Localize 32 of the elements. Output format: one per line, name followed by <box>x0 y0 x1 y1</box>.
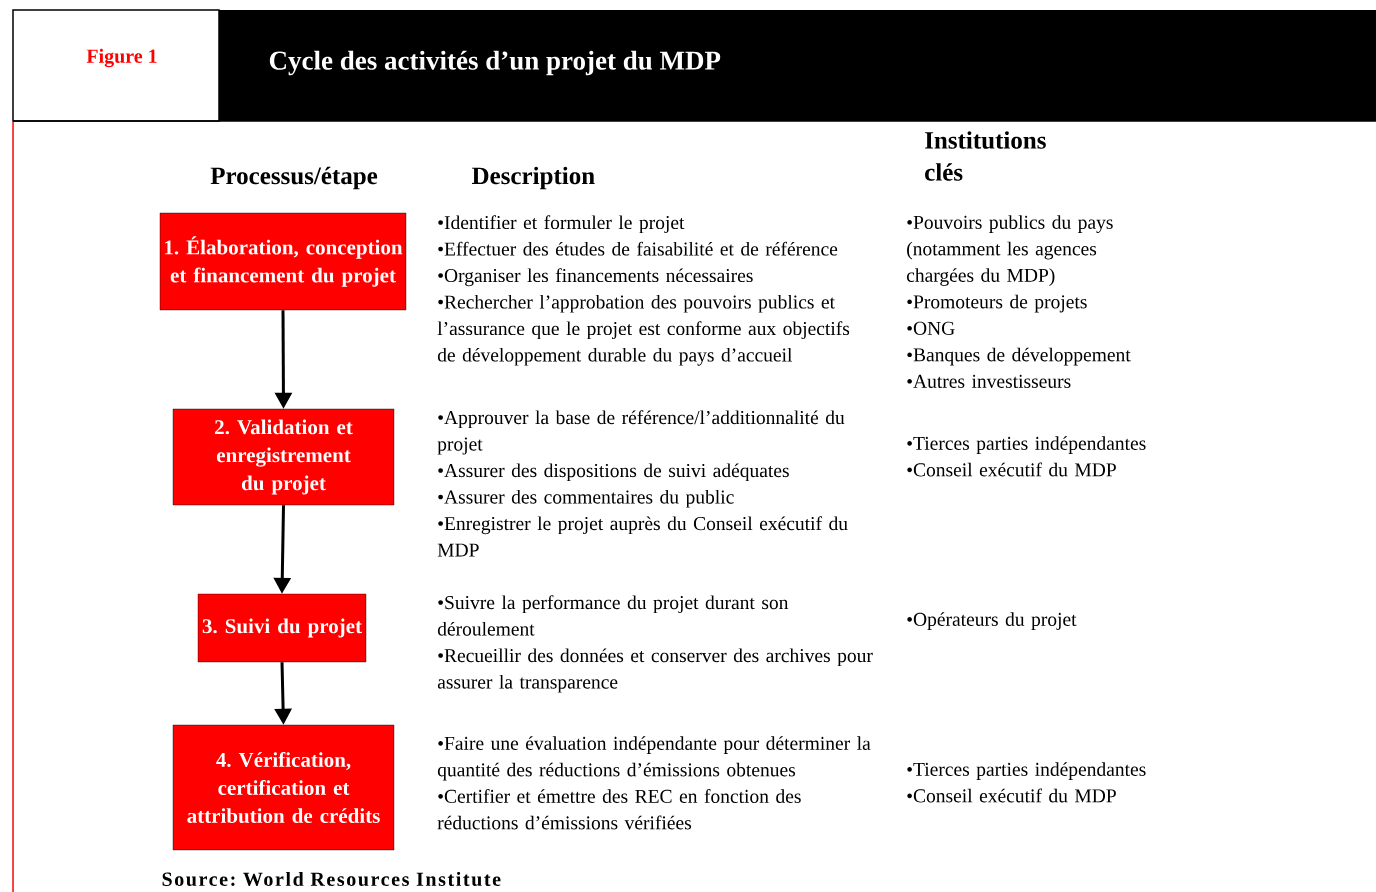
source-caption: Source: World Resources Institute <box>162 871 501 887</box>
step-box: 4. Vérification, certification et attribution de crédits <box>172 724 395 851</box>
description-text: •Rechercher l’approbation des pouvoirs publics et l’assurance que le projet est conforme aux objectifs de développement durable du pays d’accueil <box>437 294 850 366</box>
step-box: 2. Validation et enregistrement du projet <box>172 408 395 506</box>
institution-text: •Conseil exécutif du MDP <box>907 788 1116 803</box>
institution-text: •Conseil exécutif du MDP <box>907 462 1116 477</box>
description-text: •Assurer des dispositions de suivi adéquates <box>438 463 789 482</box>
column-header: Processus/étape <box>210 166 378 190</box>
description-text: •Faire une évaluation indépendante pour déterminer la quantité des réductions d’émissions obtenues <box>437 736 871 781</box>
description-text: •Recueillir des données et conserver des archives pour assurer la transparence <box>437 648 873 693</box>
description-text: •Suivre la performance du projet durant son déroulement <box>437 595 789 636</box>
description-text: •Assurer des commentaires du public <box>438 489 734 508</box>
institution-text: •Pouvoirs publics du pays (notamment les agences chargées du MDP) <box>906 215 1113 286</box>
description-text: •Effectuer des études de faisabilité et de référence <box>438 241 838 256</box>
institution-text: •Promoteurs de projets <box>907 294 1087 313</box>
institution-text: •Autres investisseurs <box>907 374 1071 388</box>
step-box: 1. Élaboration, conception et financement du projet <box>159 212 407 311</box>
institution-text: •Banques de développement <box>907 347 1131 366</box>
description-text: •Certifier et émettre des REC en fonction des réductions d’émissions vérifiées <box>437 789 801 830</box>
institution-text: •Tierces parties indépendantes <box>907 436 1146 454</box>
description-text: •Organiser les financements nécessaires <box>438 268 753 287</box>
title: Cycle des activités d’un projet du MDP <box>269 50 721 76</box>
figure-number: Figure 1 <box>86 48 157 68</box>
institution-text: •Tierces parties indépendantes <box>907 762 1146 780</box>
institution-text: •ONG <box>907 321 955 335</box>
description-text: •Enregistrer le projet auprès du Conseil exécutif du MDP <box>437 516 848 557</box>
description-text: •Approuver la base de référence/l’additionnalité du projet <box>437 410 845 455</box>
step-box: 3. Suivi du projet <box>197 593 367 663</box>
column-header: Description <box>472 166 595 190</box>
description-text: •Identifier et formuler le projet <box>438 215 685 234</box>
column-header: Institutions clés <box>925 131 1046 181</box>
institution-text: •Opérateurs du projet <box>907 612 1077 630</box>
